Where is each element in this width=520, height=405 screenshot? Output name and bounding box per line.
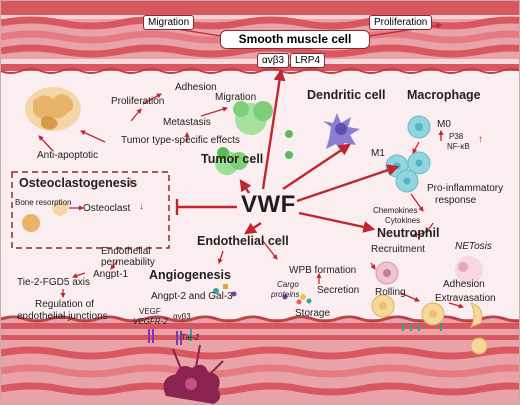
osteoclast-down-icon: ↓	[139, 201, 144, 212]
osteoclast-icon	[22, 200, 68, 232]
pro-inflammatory-label: Pro-inflammatory	[427, 183, 504, 194]
cargo-line2: proteins	[271, 290, 300, 299]
neutrophil-rolling-icons	[371, 294, 488, 355]
cargo-line1: Cargo	[277, 280, 299, 289]
endothelial-permeability-line2: permeability	[101, 257, 155, 268]
blood-vessel-band	[1, 315, 519, 404]
secretion-label: Secretion	[317, 285, 360, 296]
tie2-label: Tie-2	[181, 333, 200, 342]
rolling-label: Rolling	[375, 287, 406, 298]
nfkb-label: NF-κB	[447, 142, 470, 151]
tie2-fgd5-axis-label: Tie-2-FGD5 axis	[17, 277, 90, 288]
chemokines-label: Chemokines	[373, 206, 418, 215]
dendritic-cell-title: Dendritic cell	[307, 88, 386, 102]
regulation-line1: Regulation of	[35, 299, 94, 310]
extravasation-label: Extravasation	[435, 293, 496, 304]
vwf-arrows	[175, 68, 400, 235]
vegf-label: VEGF	[139, 307, 161, 316]
wpb-formation-label: WPB formation	[289, 265, 357, 276]
tumor-cell-title: Tumor cell	[201, 152, 264, 166]
anti-apoptotic-label: Anti-apoptotic	[37, 150, 99, 161]
bone-resorption-label: Bone resorption	[15, 198, 72, 207]
dendritic-cell-icon	[323, 113, 360, 153]
receptor-avb3-label: αvβ3	[257, 53, 290, 68]
regulation-line2: endothelial junctions	[17, 311, 108, 322]
neutrophil-cell-icons	[375, 256, 483, 285]
sprouting-cell-icon	[163, 344, 224, 404]
smc-migration-label: Migration	[143, 15, 195, 30]
osteoclastogenesis-title: Osteoclastogenesis	[19, 176, 138, 190]
receptor-lrp4-label: LRP4	[290, 53, 326, 68]
p38-up-icon: ↑	[478, 134, 483, 145]
tumor-adhesion-label: Adhesion	[175, 82, 217, 93]
tumor-specific-effects-label: Tumor type-specific effects	[121, 135, 240, 146]
tumor-proliferation-label: Proliferation	[111, 96, 165, 107]
tumor-metastasis-label: Metastasis	[163, 117, 211, 128]
m1-label: M1	[371, 148, 385, 159]
recruitment-label: Recruitment	[371, 244, 425, 255]
netosis-label: NETosis	[455, 241, 492, 252]
osteoclast-label: Osteoclast	[83, 203, 131, 214]
endothelial-cell-title: Endothelial cell	[197, 234, 289, 248]
m0-label: M0	[437, 119, 451, 130]
neutrophil-title: Neutrophil	[377, 226, 440, 240]
vwf-center-label: VWF	[241, 191, 296, 218]
angpt1-label: Angpt-1	[93, 269, 129, 280]
vegfr2-label: VEGFR-2	[133, 317, 168, 326]
angiogenesis-title: Angiogenesis	[149, 268, 231, 282]
tumor-migration-label: Migration	[215, 92, 257, 103]
macrophage-cell-icons	[385, 115, 431, 193]
cytokines-label: Cytokines	[385, 216, 421, 225]
neutrophil-adhesion-label: Adhesion	[443, 279, 485, 290]
osteoclastogenesis-down-icon: ↓	[127, 174, 134, 188]
receptor-icons	[148, 284, 312, 345]
tumor-cell-icons	[215, 101, 293, 175]
p38-label: P38	[449, 132, 464, 141]
macrophage-title: Macrophage	[407, 88, 481, 102]
storage-label: Storage	[295, 308, 331, 319]
bone-cluster-icon	[25, 87, 81, 131]
response-label: response	[435, 195, 477, 206]
avb3-angiogenesis-label: αvβ3	[173, 312, 191, 321]
endothelial-permeability-line1: Endothelial	[101, 246, 151, 257]
angpt2-gal3-label: Angpt-2 and Gal-3	[151, 291, 233, 302]
osteoclastogenesis-box	[11, 171, 170, 249]
smc-proliferation-label: Proliferation	[369, 15, 433, 30]
smooth-muscle-cell-title: Smooth muscle cell	[220, 30, 370, 49]
